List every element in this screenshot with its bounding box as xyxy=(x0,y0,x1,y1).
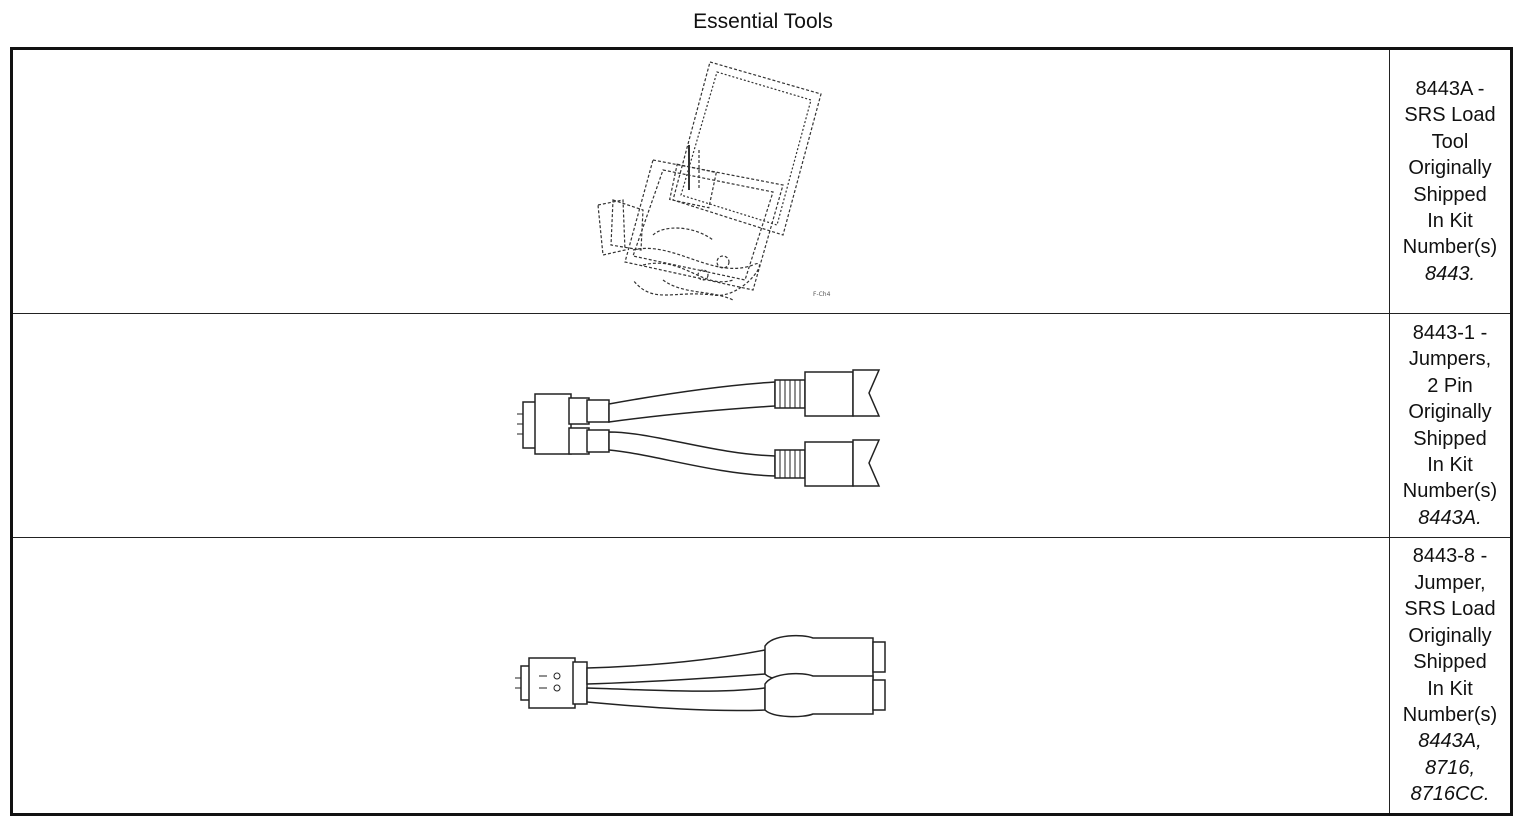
tool-name-line: Jumper, xyxy=(1414,571,1486,594)
tool-illustration-cell xyxy=(11,313,1390,538)
shipped-label-line: Shipped xyxy=(1413,651,1487,674)
shipped-label-line: Originally xyxy=(1408,401,1492,424)
kit-number: 8443. xyxy=(1424,262,1476,285)
kit-number: 8716CC. xyxy=(1410,783,1490,806)
tool-name-line: SRS Load xyxy=(1404,104,1496,127)
svg-text:F-Ch4: F-Ch4 xyxy=(813,291,831,298)
tool-name-line: Jumpers, xyxy=(1408,348,1492,371)
shipped-label-line: Shipped xyxy=(1413,183,1487,206)
page-title: Essential Tools xyxy=(693,10,833,33)
tool-description-cell: 8443A - SRS Load Tool Originally Shipped… xyxy=(1389,48,1512,314)
shipped-label-line: Originally xyxy=(1408,624,1492,647)
shipped-label-line: In Kit xyxy=(1427,453,1473,476)
tool-illustration-cell: F-Ch4 xyxy=(11,48,1390,314)
tool-name-line: Tool xyxy=(1431,130,1469,153)
tool-name-line: SRS Load xyxy=(1404,598,1496,621)
table-row: 8443-1 - Jumpers, 2 Pin Originally Shipp… xyxy=(11,313,1512,538)
shipped-label-line: Originally xyxy=(1408,157,1492,180)
shipped-label-line: Number(s) xyxy=(1402,703,1498,726)
shipped-label-line: Number(s) xyxy=(1402,236,1498,259)
shipped-label-line: In Kit xyxy=(1427,209,1473,232)
table-row: 8443-8 - Jumper, SRS Load Originally Shi… xyxy=(11,537,1512,815)
tool-number: 8443A - xyxy=(1415,77,1485,100)
shipped-label-line: Shipped xyxy=(1413,427,1487,450)
tool-name-line: 2 Pin xyxy=(1427,374,1473,397)
kit-number: 8443A. xyxy=(1418,506,1482,529)
essential-tools-table: F-Ch4 8443A - SRS Load Tool Originally S… xyxy=(10,47,1513,816)
srs-load-jumper-illustration xyxy=(515,634,886,718)
kit-number: 8716, xyxy=(1424,756,1476,779)
shipped-label-line: In Kit xyxy=(1427,677,1473,700)
tool-number: 8443-8 - xyxy=(1412,545,1488,568)
shipped-label-line: Number(s) xyxy=(1402,480,1498,503)
tool-number: 8443-1 - xyxy=(1412,321,1488,344)
tool-description-cell: 8443-1 - Jumpers, 2 Pin Originally Shipp… xyxy=(1389,313,1512,538)
tool-description-cell: 8443-8 - Jumper, SRS Load Originally Shi… xyxy=(1389,537,1512,815)
srs-load-tool-kit-illustration: F-Ch4 xyxy=(597,61,831,301)
tool-illustration-cell xyxy=(11,537,1390,815)
table-row: F-Ch4 8443A - SRS Load Tool Originally S… xyxy=(11,48,1512,314)
kit-number: 8443A, xyxy=(1418,730,1482,753)
two-pin-jumpers-illustration xyxy=(517,369,881,487)
